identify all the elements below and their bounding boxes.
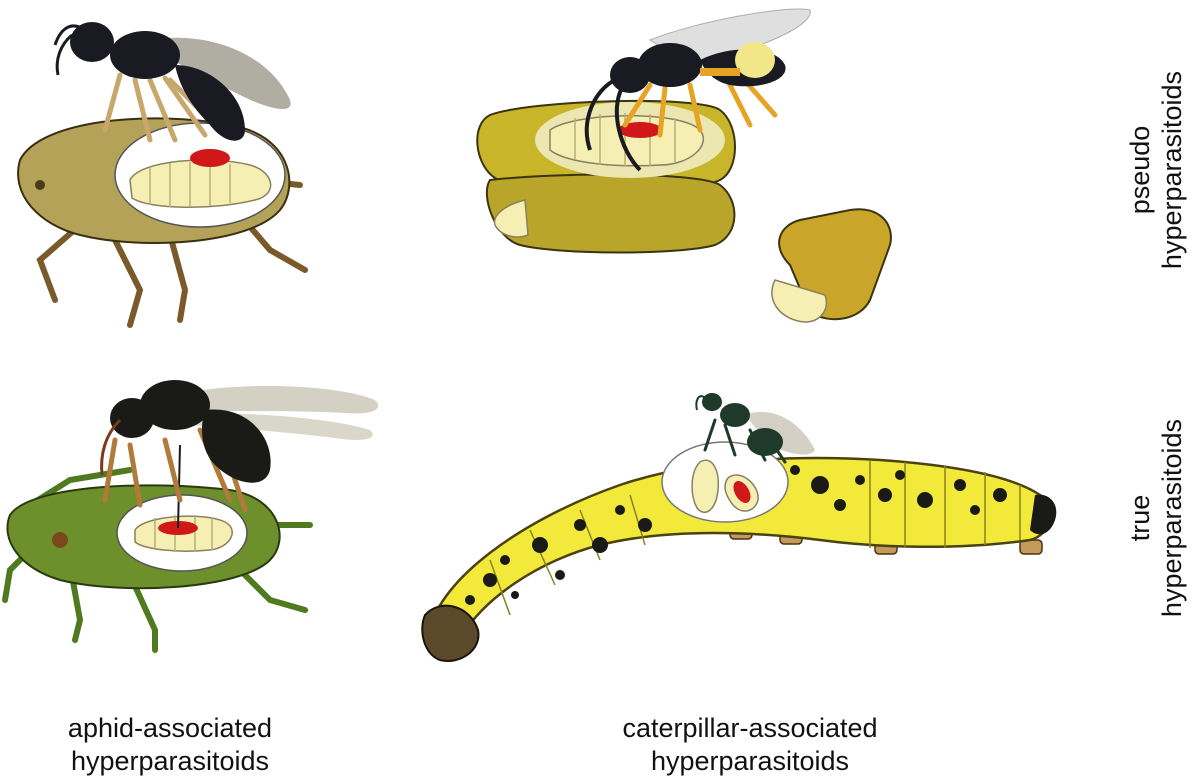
row-label-true: true hyperparasitoids (1124, 398, 1190, 638)
larva (130, 160, 271, 207)
aphid-eye (52, 532, 68, 548)
column-label-line: hyperparasitoids (570, 745, 930, 778)
column-label-aphid: aphid-associated hyperparasitoids (20, 712, 320, 778)
row-label-line: true (1124, 398, 1156, 638)
row-label-line: pseudo (1124, 50, 1156, 290)
column-label-caterpillar: caterpillar-associated hyperparasitoids (570, 712, 930, 778)
column-label-line: aphid-associated (20, 712, 320, 745)
cocoon-pseudo-panel (477, 9, 891, 322)
egg (190, 149, 230, 167)
column-label-line: caterpillar-associated (570, 712, 930, 745)
row-label-pseudo: pseudo hyperparasitoids (1124, 50, 1190, 290)
aphid-pseudo-panel (18, 22, 305, 325)
caterpillar-true-panel (422, 393, 1056, 661)
aphid-true-panel (5, 380, 378, 650)
aphid-eye (35, 180, 45, 190)
row-label-line: hyperparasitoids (1156, 50, 1188, 290)
row-label-line: hyperparasitoids (1156, 398, 1188, 638)
column-label-line: hyperparasitoids (20, 745, 320, 778)
